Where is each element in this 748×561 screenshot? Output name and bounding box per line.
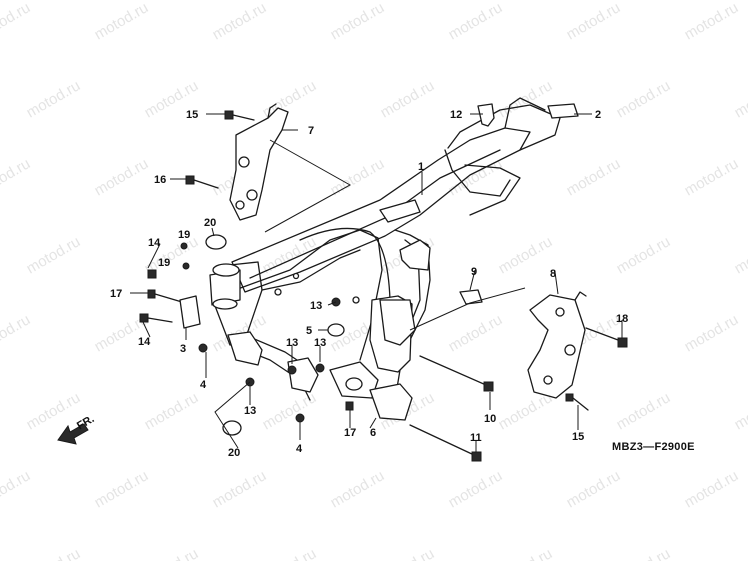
- callout-9: 9: [471, 266, 477, 278]
- direction-label: FR.: [75, 413, 96, 432]
- watermark-text: motod.ru: [682, 155, 742, 199]
- bolt-17-lower: [345, 401, 354, 411]
- watermark-text: motod.ru: [328, 0, 388, 43]
- main-frame: [209, 97, 561, 421]
- watermark-text: motod.ru: [0, 155, 33, 199]
- front-direction-indicator: FR.: [57, 413, 96, 445]
- watermark-text: motod.ru: [496, 545, 556, 561]
- callout-19a: 19: [178, 229, 190, 241]
- callout-8: 8: [550, 268, 556, 280]
- bolt-10: [419, 355, 494, 392]
- watermark-text: motod.ru: [446, 0, 506, 43]
- bolt-set: [139, 110, 628, 462]
- watermark-text: motod.ru: [614, 233, 674, 277]
- watermark-text: motod.ru: [732, 233, 748, 277]
- watermark-text: motod.ru: [92, 0, 152, 43]
- bolt-14-upper: [147, 269, 157, 279]
- callout-11: 11: [470, 432, 482, 444]
- callout-13c: 13: [314, 337, 326, 349]
- callout-20b: 20: [228, 447, 240, 459]
- callout-leaders: [130, 113, 623, 452]
- watermark-text: motod.ru: [496, 233, 556, 277]
- watermark-text: motod.ru: [260, 389, 320, 433]
- watermark-text: motod.ru: [564, 467, 624, 511]
- callout-4a: 4: [200, 379, 207, 391]
- watermark-text: motod.ru: [732, 545, 748, 561]
- watermark-text: motod.ru: [446, 311, 506, 355]
- callout-12: 12: [450, 109, 462, 121]
- callout-2: 2: [595, 109, 601, 121]
- watermark-text: motod.ru: [378, 545, 438, 561]
- callout-1: 1: [418, 161, 424, 173]
- watermark-text: motod.ru: [732, 389, 748, 433]
- watermark-text: motod.ru: [24, 233, 84, 277]
- guide-lines: [214, 139, 526, 449]
- part-8-bracket: [527, 291, 587, 399]
- watermark-text: motod.ru: [24, 77, 84, 121]
- callout-5: 5: [306, 325, 312, 337]
- watermark-text: motod.ru: [496, 77, 556, 121]
- watermark-text: motod.ru: [24, 389, 84, 433]
- watermark-text: motod.ru: [328, 467, 388, 511]
- watermark-text: motod.ru: [446, 467, 506, 511]
- watermark-text: motod.ru: [682, 311, 742, 355]
- watermark-text: motod.ru: [210, 467, 270, 511]
- watermark-text: motod.ru: [260, 545, 320, 561]
- callout-14a: 14: [148, 237, 161, 249]
- callout-15a: 15: [186, 109, 198, 121]
- watermark-text: motod.ru: [682, 467, 742, 511]
- callout-6: 6: [370, 427, 376, 439]
- bolt-16: [185, 175, 219, 189]
- bolt-14-lower: [139, 313, 173, 323]
- callout-16: 16: [154, 174, 166, 186]
- watermark-text: motod.ru: [0, 467, 33, 511]
- callout-13d: 13: [244, 405, 256, 417]
- watermark-text: motod.ru: [732, 77, 748, 121]
- watermark-text: motod.ru: [682, 0, 742, 43]
- callout-labels: 1 2 3 4 4 5 6 7 8 9 10 11 12 13 13 13 13…: [110, 109, 628, 459]
- callout-17a: 17: [110, 288, 122, 300]
- callout-10: 10: [484, 413, 496, 425]
- watermark-text: motod.ru: [378, 77, 438, 121]
- watermark-text: motod.ru: [210, 0, 270, 43]
- part-7-bracket: [229, 103, 289, 221]
- front-arrow-icon: [57, 423, 89, 445]
- callout-4b: 4: [296, 443, 303, 455]
- watermark-text: motod.ru: [564, 155, 624, 199]
- bolt-15-top: [224, 110, 255, 121]
- callout-18: 18: [616, 313, 628, 325]
- callout-19b: 19: [158, 257, 170, 269]
- callout-14b: 14: [138, 336, 151, 348]
- watermark-text: motod.ru: [564, 0, 624, 43]
- watermark-text: motod.ru: [92, 155, 152, 199]
- watermark-text: motod.ru: [614, 545, 674, 561]
- callout-17b: 17: [344, 427, 356, 439]
- callout-7: 7: [308, 125, 314, 137]
- watermark-text: motod.ru: [142, 389, 202, 433]
- watermark-text: motod.ru: [0, 0, 33, 43]
- diagram-code: MBZ3—F2900E: [612, 441, 695, 453]
- callout-3: 3: [180, 343, 186, 355]
- watermark-text: motod.ru: [614, 389, 674, 433]
- watermark-text: motod.ru: [92, 467, 152, 511]
- watermark-text: motod.ru: [142, 545, 202, 561]
- callout-13b: 13: [286, 337, 298, 349]
- bolt-15-right: [565, 393, 589, 411]
- callout-13a: 13: [310, 300, 322, 312]
- callout-15b: 15: [572, 431, 584, 443]
- watermark-text: motod.ru: [0, 311, 33, 355]
- callout-20a: 20: [204, 217, 216, 229]
- watermark-text: motod.ru: [614, 77, 674, 121]
- watermark-text: motod.ru: [24, 545, 84, 561]
